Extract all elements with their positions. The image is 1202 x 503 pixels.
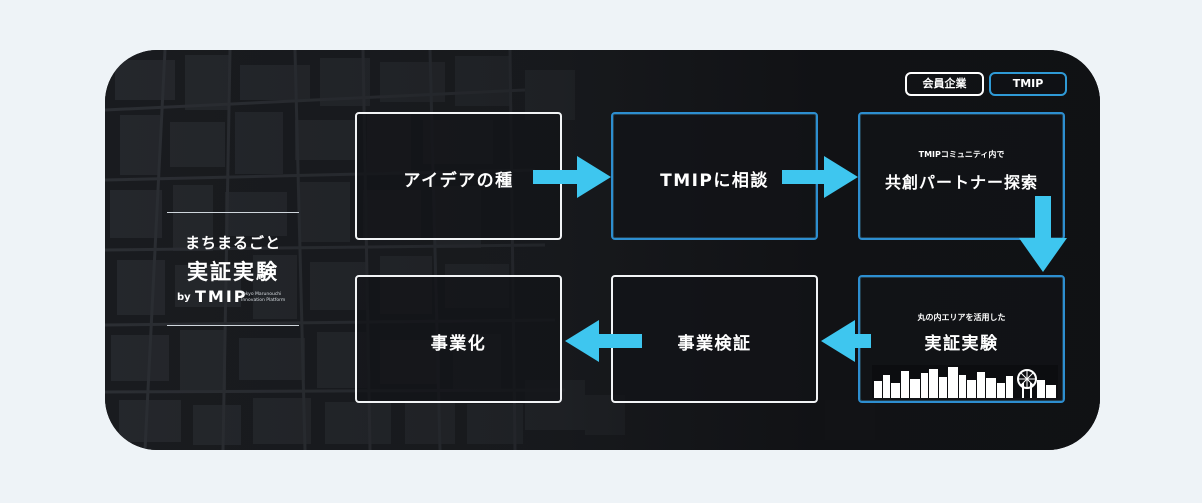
arrow-left-icon: [821, 320, 871, 362]
step-trial-label: 実証実験: [924, 334, 999, 354]
step-business-label: 事業化: [430, 334, 487, 354]
logo-by: by: [177, 292, 191, 303]
flow-arrows: [533, 156, 1067, 272]
step-trial: 丸の内エリアを活用した 実証実験: [858, 275, 1065, 403]
step-trial-sublabel: 丸の内エリアを活用した: [917, 313, 1006, 322]
logo-brand-sub-line1: Tokyo Marunouchi: [241, 292, 282, 297]
step-idea: アイデアの種: [355, 112, 562, 240]
logo-tagline: まちまるごと: [184, 234, 281, 252]
step-verify-label: 事業検証: [677, 334, 752, 354]
legend-tmip: TMIP: [989, 72, 1067, 96]
step-partner-label: 共創パートナー探索: [884, 173, 1038, 192]
legend-member-company: 会員企業: [905, 72, 984, 96]
marunouchi-skyline-icon: [872, 365, 1058, 398]
logo-brand-sub: Tokyo Marunouchi Innovation Platform: [241, 292, 299, 304]
flow-card: まちまるごと 実証実験 by TMIP Tokyo Marunouchi Inn…: [105, 50, 1100, 450]
logo-brand: TMIP: [195, 287, 248, 306]
step-partner-sublabel: TMIPコミュニティ内で: [918, 150, 1005, 159]
logo-rule-top: [167, 212, 299, 213]
step-partner: TMIPコミュニティ内で 共創パートナー探索: [858, 112, 1065, 240]
step-verify: 事業検証: [611, 275, 818, 403]
arrow-right-icon: [533, 156, 611, 198]
arrow-down-icon: [1019, 196, 1067, 272]
step-consult-label: TMIPに相談: [660, 171, 769, 191]
arrow-left-icon: [565, 320, 642, 362]
flow-arrows-lower: [565, 320, 871, 362]
project-logo: まちまるごと 実証実験 by TMIP Tokyo Marunouchi Inn…: [167, 212, 299, 328]
logo-rule-bottom: [167, 325, 299, 326]
step-business: 事業化: [355, 275, 562, 403]
arrow-right-icon: [782, 156, 858, 198]
logo-brand-sub-line2: Innovation Platform: [241, 298, 286, 303]
step-idea-label: アイデアの種: [403, 171, 514, 191]
logo-title: 実証実験: [187, 260, 279, 284]
